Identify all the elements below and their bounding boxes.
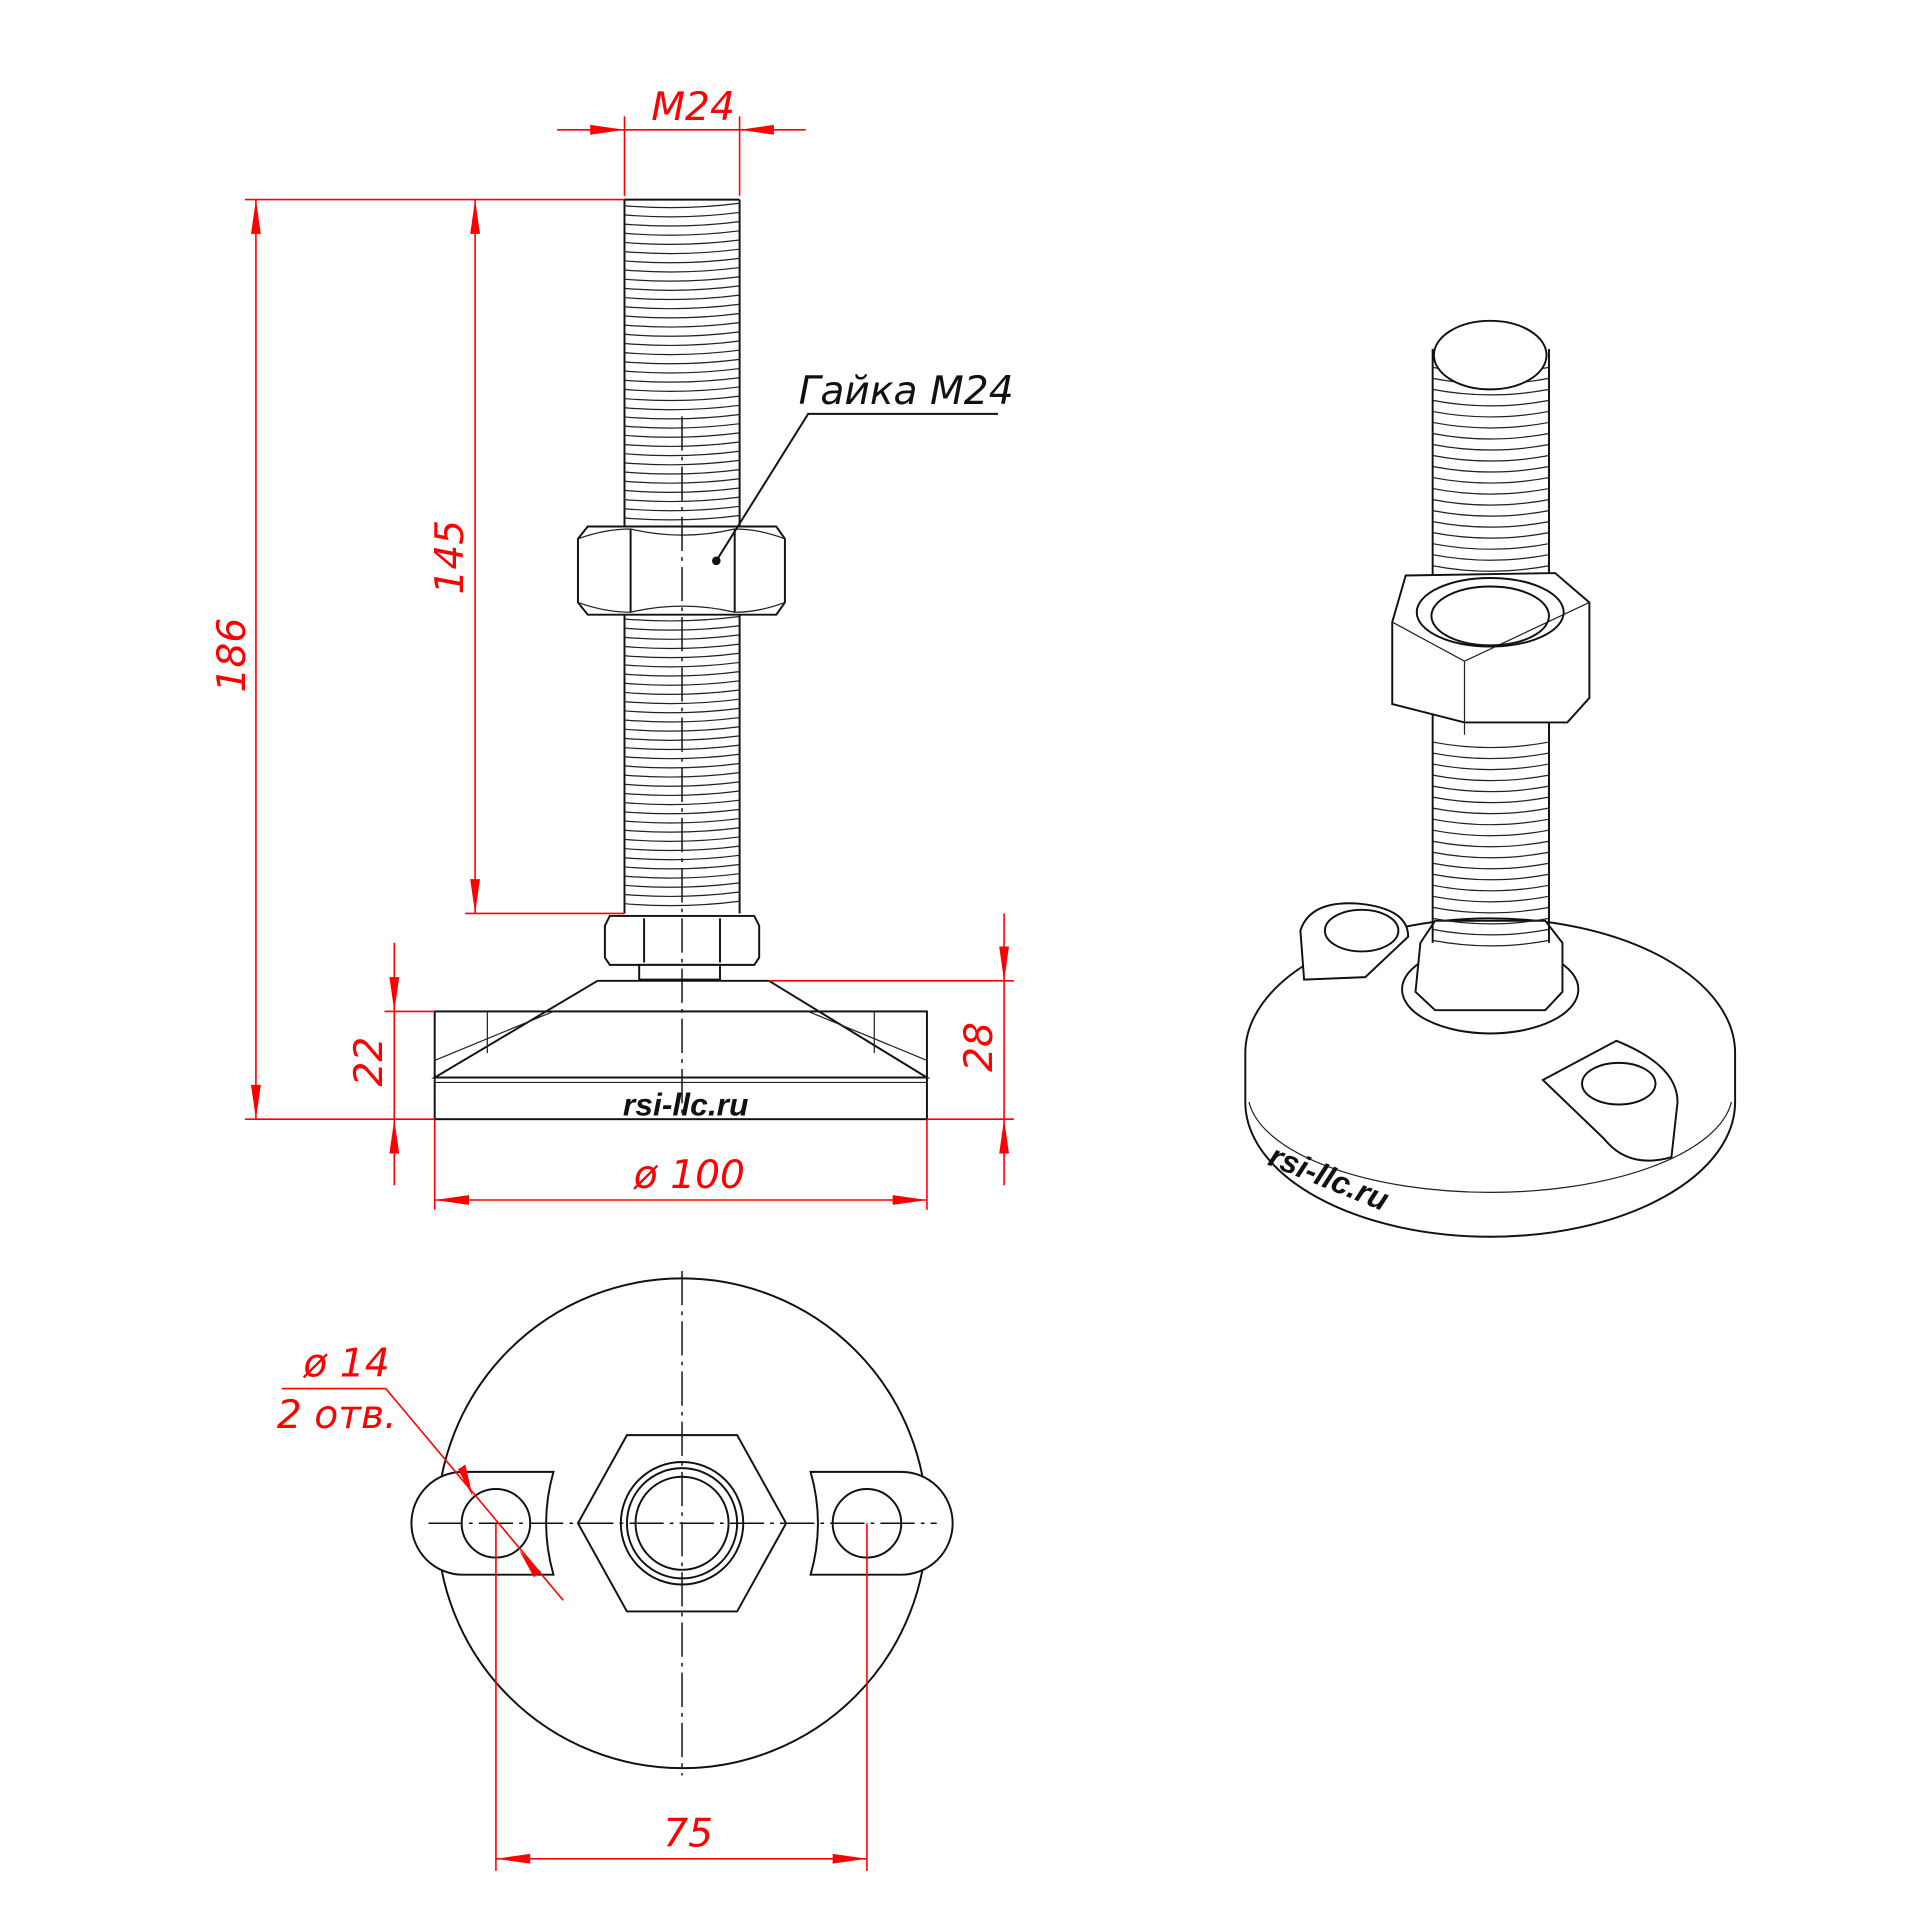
dim-hole-count: 2 отв. (277, 1393, 397, 1438)
base-front: rsi-llc.ru (431, 979, 931, 1123)
dim-thread: M24 (651, 85, 735, 130)
dim-thread-length: 145 (428, 520, 473, 595)
isometric-view: rsi-llc.ru (1244, 319, 1737, 1238)
top-view (410, 1271, 954, 1776)
dim-hole-spacing: 75 (663, 1812, 713, 1857)
dim-hole-diameter: ø 14 (302, 1341, 389, 1386)
dim-base-diameter: ø 100 (633, 1153, 745, 1198)
stud-thread-front (624, 202, 740, 907)
dim-total-height: 186 (210, 618, 255, 693)
logo-front: rsi-llc.ru (623, 1087, 749, 1123)
stud-thread-iso (1432, 366, 1550, 947)
nut-callout: Гайка М24 (799, 369, 1014, 414)
dim-base-full-height: 28 (957, 1022, 1002, 1072)
nut-leader (715, 412, 998, 562)
top-dimensions: 75 ø 14 2 отв. (277, 1341, 868, 1872)
dim-base-height: 22 (347, 1037, 392, 1087)
front-view: rsi-llc.ru Гайка М24 (431, 198, 1014, 1123)
front-dimensions: M24 186 145 22 28 ø 100 (210, 85, 1014, 1210)
